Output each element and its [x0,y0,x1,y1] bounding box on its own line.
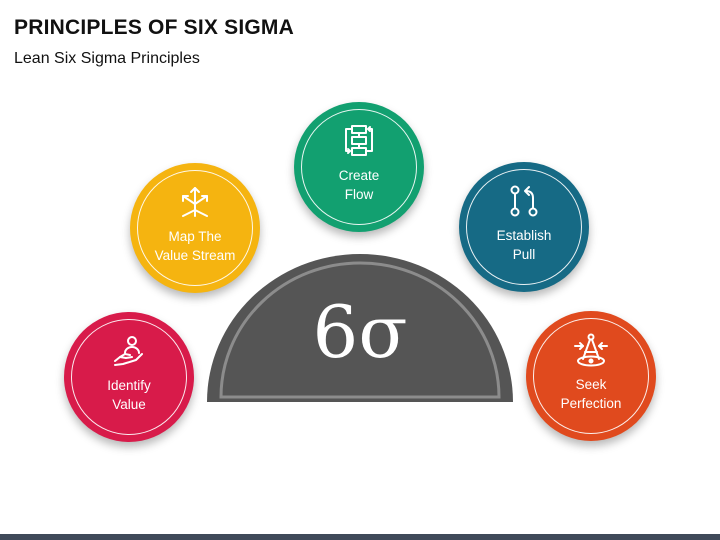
footer-bar [0,534,720,540]
principle-seek-perfection: Seek Perfection [526,311,656,441]
principle-establish-pull: Establish Pull [459,162,589,292]
compass-target-icon [574,333,608,367]
hand-with-person-icon [114,336,143,366]
page-subtitle: Lean Six Sigma Principles [14,50,200,67]
branching-arrows-icon [182,187,208,217]
principle-label: Seek Perfection [560,377,622,411]
principle-identify-value: Identify Value [64,312,194,442]
flow-chart-icon [345,125,373,156]
principle-label: Identify Value [107,378,151,412]
six-sigma-dome [207,254,513,402]
pull-nodes-icon [510,185,538,217]
principle-label: Map The Value Stream [154,229,236,263]
page-title: PRINCIPLES OF SIX SIGMA [14,16,294,39]
principle-map-value-stream: Map The Value Stream [130,163,260,293]
principle-label: Establish Pull [496,228,552,262]
six-sigma-symbol: 6σ [312,290,408,374]
principle-create-flow: Create Flow [294,102,424,232]
principle-label: Create Flow [338,168,380,202]
